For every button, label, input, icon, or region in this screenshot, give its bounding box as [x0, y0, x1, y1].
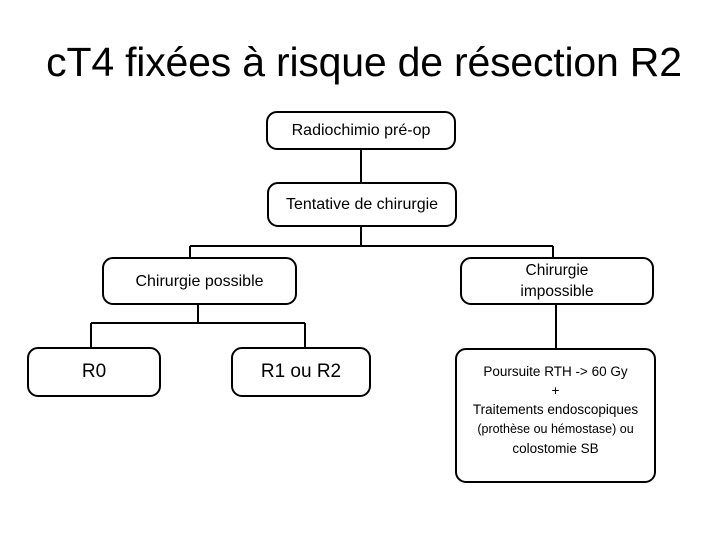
- node-poursuite-line-1: Poursuite RTH -> 60 Gy: [483, 364, 628, 379]
- node-tentative-label: Tentative de chirurgie: [285, 196, 439, 213]
- node-chirurgie-impossible-line-1: Chirurgie: [525, 262, 589, 279]
- node-poursuite-line-2: +: [551, 383, 560, 398]
- node-radiochimio-label: Radiochimio pré-op: [291, 122, 431, 139]
- node-r1-ou-r2-label: R1 ou R2: [260, 361, 342, 382]
- node-poursuite-rth[interactable]: Poursuite RTH -> 60 Gy + Traitements end…: [455, 348, 656, 483]
- node-poursuite-line-5: colostomie SB: [512, 441, 599, 456]
- node-chirurgie-possible[interactable]: Chirurgie possible: [102, 257, 297, 305]
- node-r1-ou-r2[interactable]: R1 ou R2: [231, 347, 371, 397]
- node-chirurgie-impossible[interactable]: Chirurgie impossible: [460, 257, 654, 305]
- node-r0[interactable]: R0: [27, 347, 161, 397]
- node-poursuite-rth-label: Poursuite RTH -> 60 Gy + Traitements end…: [457, 362, 654, 458]
- node-poursuite-line-4: (prothèse ou hémostase) ou: [477, 422, 634, 436]
- node-tentative-de-chirurgie[interactable]: Tentative de chirurgie: [267, 182, 457, 227]
- node-chirurgie-impossible-label: Chirurgie impossible: [462, 260, 652, 302]
- node-radiochimio[interactable]: Radiochimio pré-op: [266, 111, 456, 150]
- node-chirurgie-possible-label: Chirurgie possible: [135, 272, 264, 290]
- node-r0-label: R0: [81, 361, 107, 382]
- page-title: cT4 fixées à risque de résection R2: [46, 39, 682, 85]
- node-poursuite-line-3: Traitements endoscopiques: [472, 402, 639, 417]
- node-chirurgie-impossible-line-2: impossible: [520, 283, 594, 300]
